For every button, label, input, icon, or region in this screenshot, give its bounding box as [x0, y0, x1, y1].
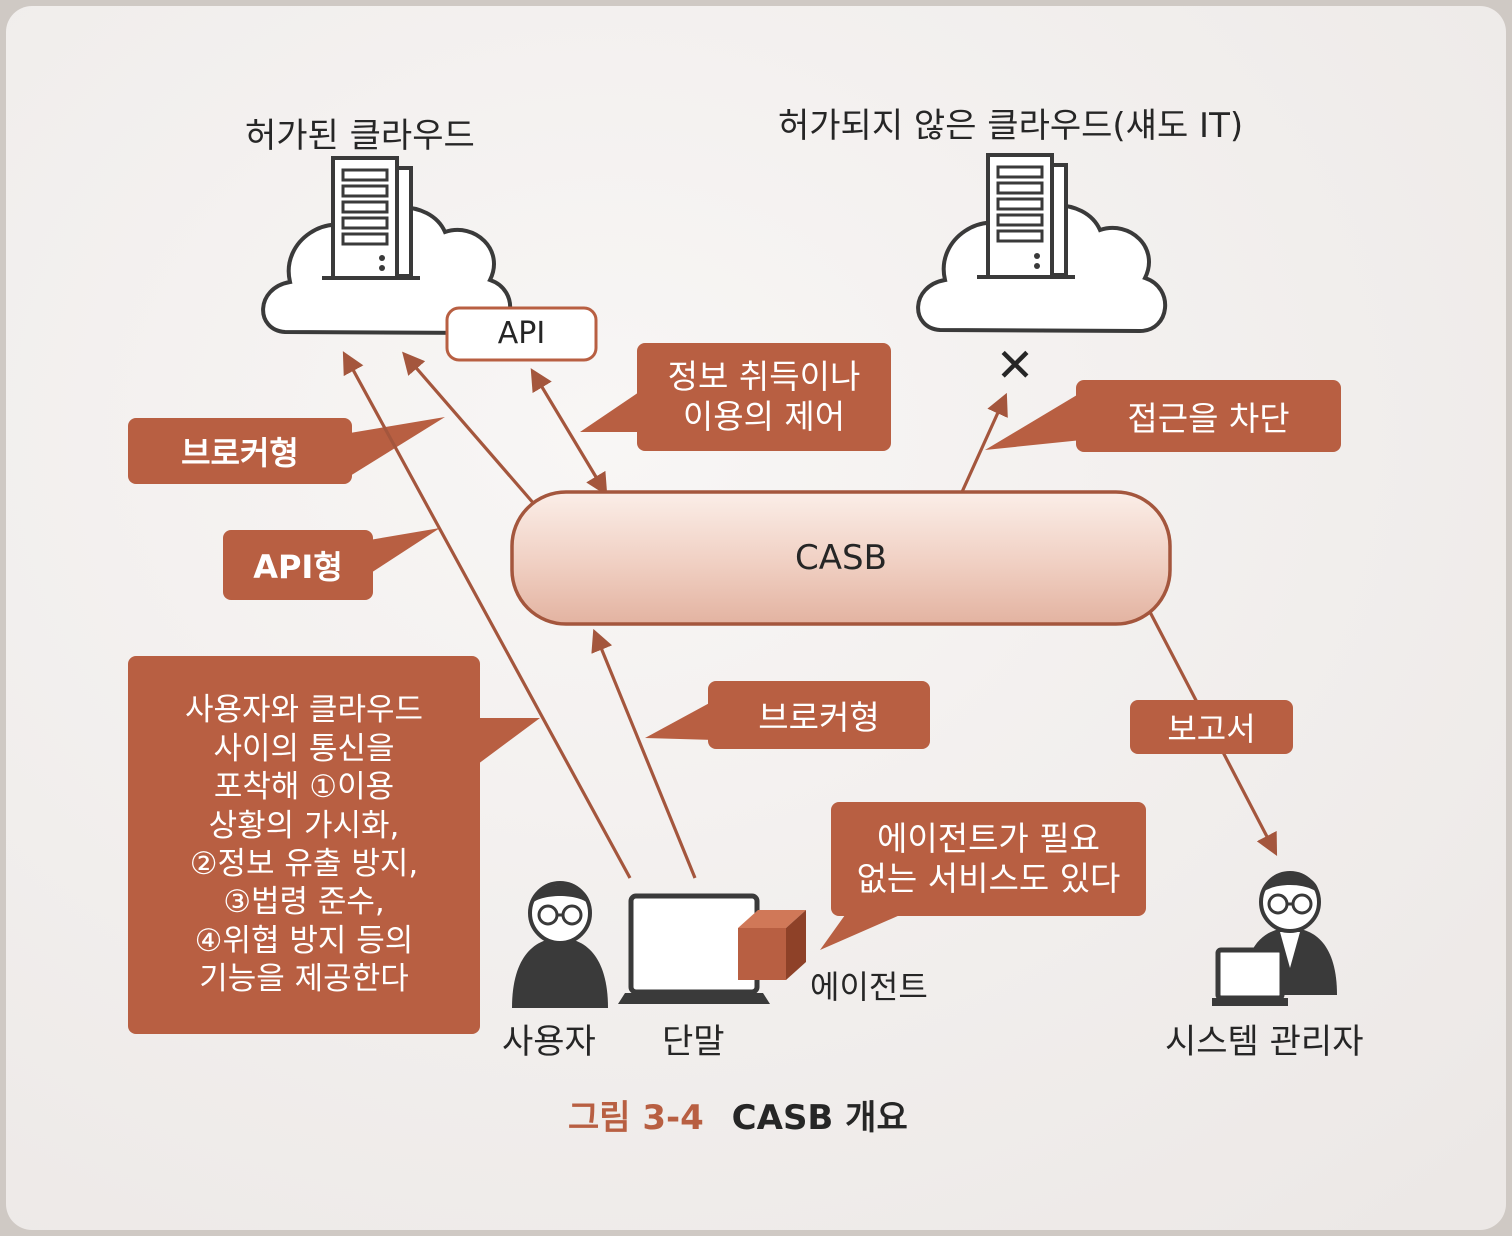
figure-title: CASB 개요 [731, 1098, 908, 1138]
callout-agent-optional: 에이전트가 필요 없는 서비스도 있다 [831, 802, 1146, 916]
user-icon [512, 881, 608, 1008]
arrow-user-to-sanctioned [342, 351, 632, 879]
arrow-api-control [530, 368, 608, 496]
api-box [445, 306, 598, 362]
callout-broker-left: 브로커형 [128, 418, 352, 484]
callout-functions: 사용자와 클라우드 사이의 통신을 포착해 ①이용 상황의 가시화, ②정보 유… [128, 656, 480, 1034]
casb-label: CASB [795, 538, 887, 578]
sanctioned-cloud-icon [261, 156, 513, 336]
arrow-casb-to-sanctioned [402, 351, 537, 507]
callout-broker-center: 브로커형 [708, 681, 930, 749]
user-label: 사용자 [502, 1022, 596, 1062]
terminal-laptop-icon [618, 893, 770, 1004]
callout-api-type: API형 [223, 530, 373, 600]
arrow-casb-to-unsanctioned [960, 392, 1008, 493]
api-label: API [497, 316, 546, 351]
unsanctioned-cloud-icon [916, 153, 1168, 334]
agent-cube-icon [738, 910, 806, 980]
callout-info-control: 정보 취득이나 이용의 제어 [637, 343, 891, 451]
admin-label: 시스템 관리자 [1165, 1022, 1364, 1062]
figure-number: 그림 3-4 [568, 1098, 704, 1138]
casb-capsule [510, 490, 1172, 626]
blocked-mark: ✕ [995, 338, 1035, 392]
terminal-label: 단말 [662, 1022, 725, 1062]
callout-block-access: 접근을 차단 [1076, 380, 1341, 452]
figure-caption: 그림 3-4 CASB 개요 [568, 1090, 908, 1139]
agent-label: 에이전트 [810, 968, 928, 1006]
admin-icon [1212, 871, 1337, 1006]
unsanctioned-cloud-label: 허가되지 않은 클라우드(섀도 IT) [778, 106, 1244, 146]
callout-report: 보고서 [1130, 700, 1293, 754]
sanctioned-cloud-label: 허가된 클라우드 [245, 116, 475, 156]
arrow-terminal-to-casb [591, 628, 697, 879]
